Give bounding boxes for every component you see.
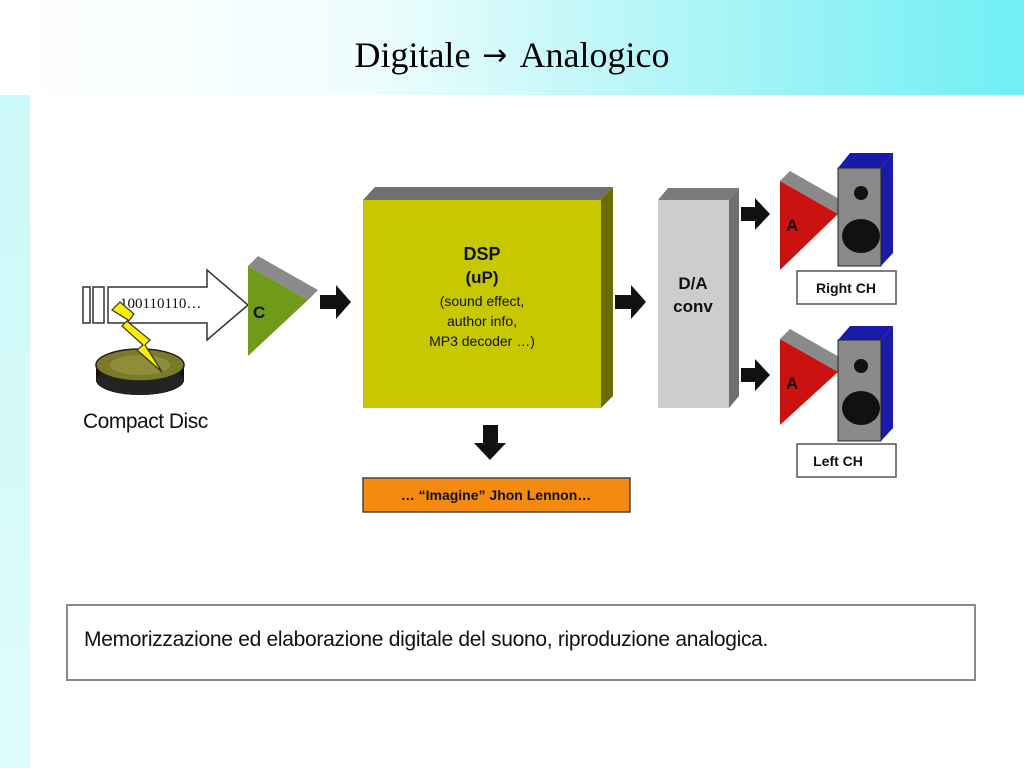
amplifier-left: A bbox=[780, 329, 848, 425]
right-channel-label: Right CH bbox=[816, 280, 876, 296]
speaker-right-icon bbox=[837, 153, 893, 267]
lightning-icon bbox=[111, 301, 163, 373]
slide-title: Digitale → Analogico bbox=[0, 34, 1024, 76]
title-left: Digitale bbox=[354, 35, 471, 75]
arrow-down-icon bbox=[474, 425, 506, 460]
dac-line2: conv bbox=[673, 297, 713, 316]
arrow-to-dac-icon bbox=[615, 285, 646, 319]
bitstream-text: 100110110… bbox=[120, 296, 201, 312]
dsp-line3: (sound effect, bbox=[440, 293, 525, 309]
amplifier-right: A bbox=[780, 171, 848, 270]
caption-box: Memorizzazione ed elaborazione digitale … bbox=[66, 604, 976, 681]
arrow-to-dsp-icon bbox=[320, 285, 351, 319]
cd-label: Compact Disc bbox=[83, 410, 208, 433]
bitstream-arrow: 100110110… bbox=[82, 268, 250, 342]
compact-disc-icon bbox=[95, 348, 185, 395]
speaker-left-icon bbox=[837, 326, 893, 442]
converter-label: C bbox=[253, 303, 265, 322]
left-channel-box bbox=[796, 443, 897, 478]
arrow-to-left-amp-icon bbox=[741, 359, 770, 391]
left-channel-label: Left CH bbox=[813, 453, 863, 469]
metadata-box bbox=[362, 477, 631, 513]
caption-text: Memorizzazione ed elaborazione digitale … bbox=[84, 628, 769, 651]
dsp-line4: author info, bbox=[447, 313, 517, 329]
right-channel-box bbox=[796, 270, 897, 305]
arrow-to-right-amp-icon bbox=[741, 198, 770, 230]
background-left-gradient bbox=[0, 0, 30, 768]
metadata-text: … “Imagine” Jhon Lennon… bbox=[401, 487, 592, 503]
dsp-line5: MP3 decoder …) bbox=[429, 333, 535, 349]
right-arrow-icon: → bbox=[482, 38, 508, 73]
converter-triangle: C bbox=[248, 256, 318, 356]
amplifier-right-label: A bbox=[786, 216, 798, 235]
dsp-line1: DSP bbox=[463, 244, 500, 264]
background-top-gradient bbox=[0, 0, 1024, 95]
dac-block: D/A conv bbox=[658, 188, 739, 408]
dsp-line2: (uP) bbox=[465, 268, 498, 287]
title-right: Analogico bbox=[519, 35, 670, 75]
amplifier-left-label: A bbox=[786, 374, 798, 393]
dac-line1: D/A bbox=[678, 274, 707, 293]
dsp-block: DSP (uP) (sound effect, author info, MP3… bbox=[363, 187, 613, 408]
